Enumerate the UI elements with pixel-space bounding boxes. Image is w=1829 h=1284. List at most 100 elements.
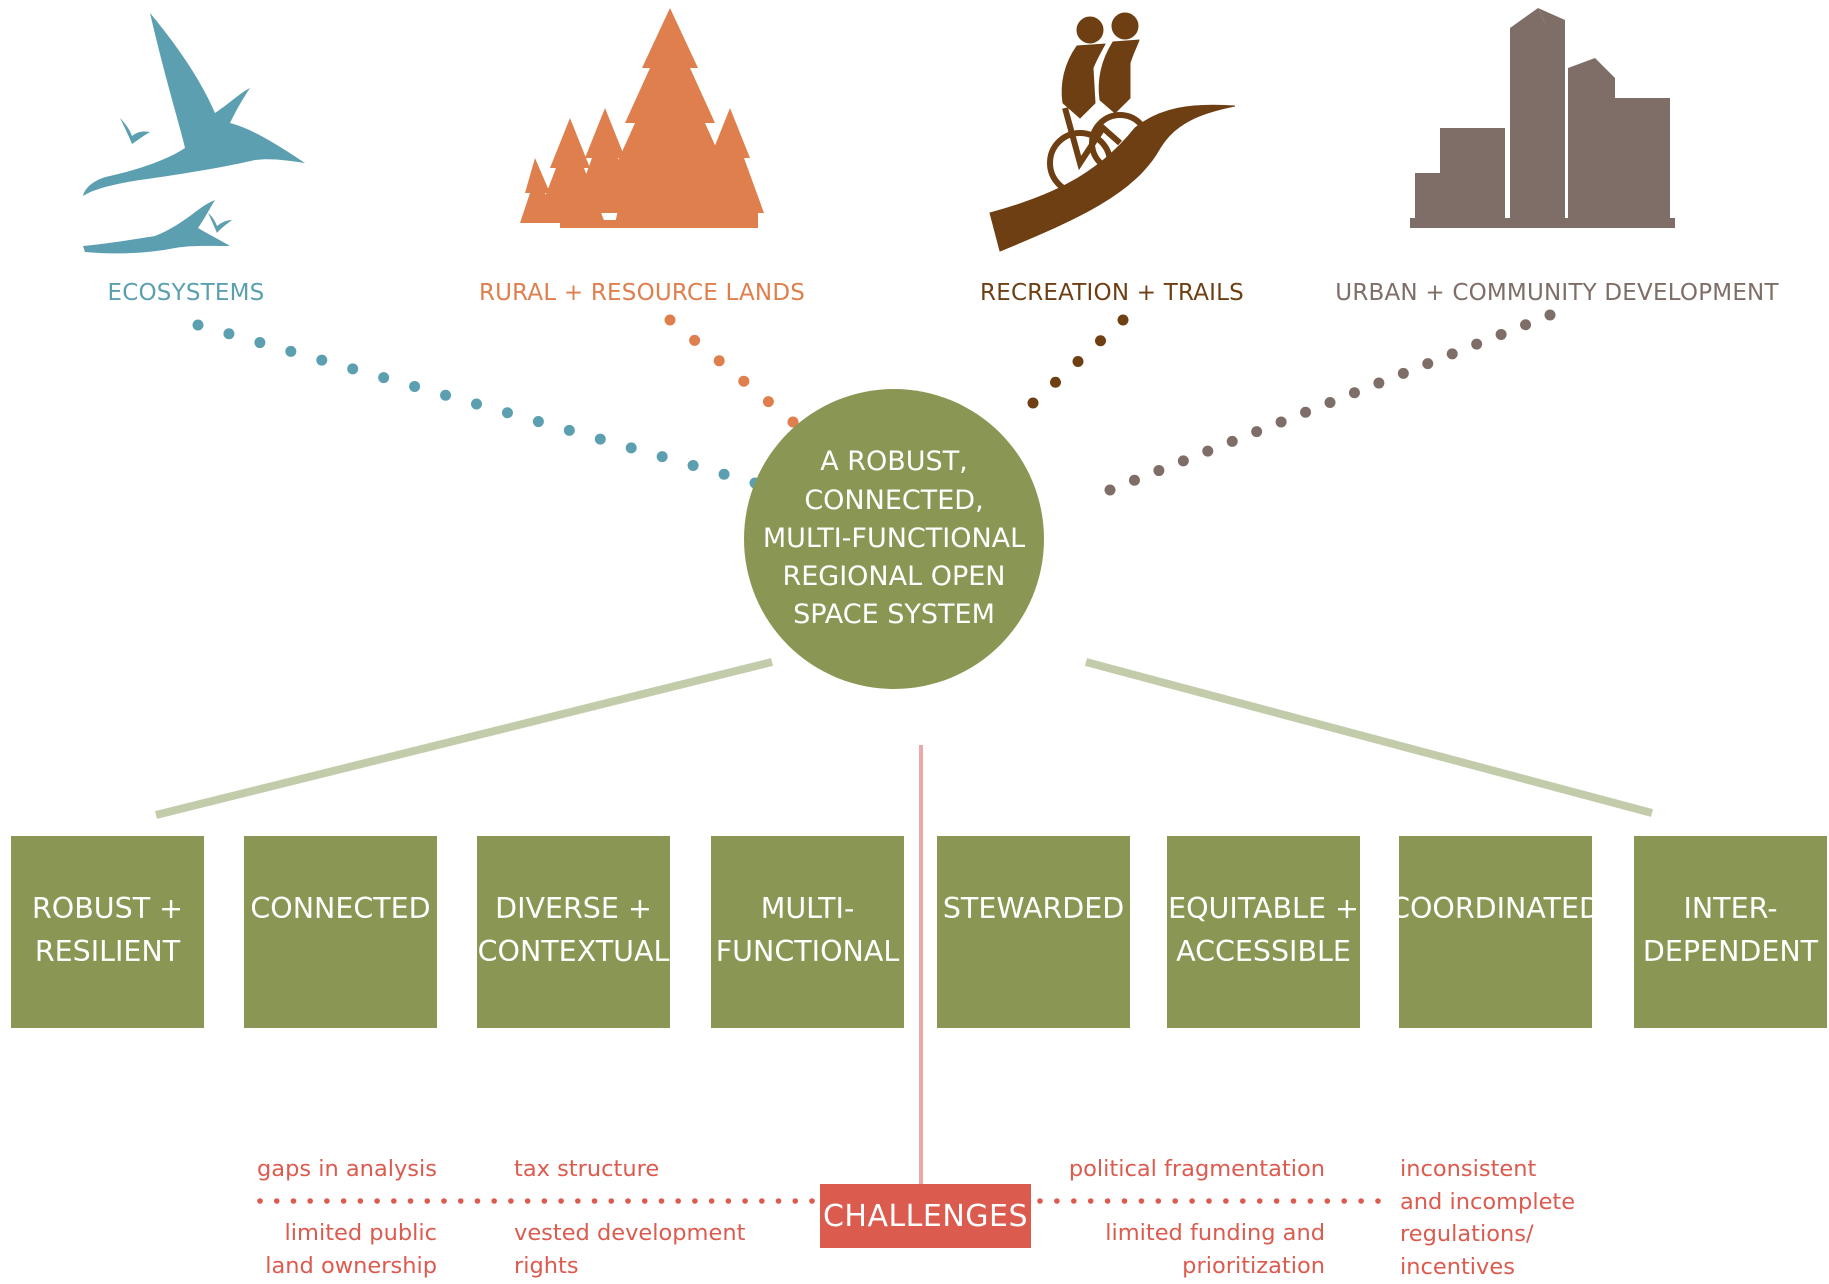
challenge-line-dot [558,1198,564,1204]
recreation-dotted-connector [1027,314,1129,409]
challenge-item: vested development rights [514,1220,746,1279]
challenge-line-dot [407,1198,414,1204]
central-hub-circle: A ROBUST, CONNECTED, MULTI-FUNCTIONAL RE… [744,389,1044,689]
challenge-item: limited funding and prioritization [1105,1220,1325,1279]
connector-dot [1050,376,1061,388]
challenge-line-dot [658,1198,665,1204]
challenge-line-dot [257,1198,263,1204]
connector-dot [738,375,750,387]
challenge-line-dot [1307,1198,1314,1204]
connector-dot [664,314,676,326]
challenge-line-dot [1172,1198,1178,1204]
connector-dot [1348,387,1360,399]
connector-dot [347,363,359,375]
connector-dot [501,407,513,419]
connector-dot [1373,377,1385,389]
challenge-line-dot [742,1198,748,1204]
principle-diverse-contextual: DIVERSE + CONTEXTUAL [477,836,670,1028]
theme-label-rural-resource-lands: RURAL + RESOURCE LANDS [478,280,806,306]
challenge-line-dot [1155,1198,1162,1204]
challenge-line-dot [1358,1198,1364,1204]
principle-multi-functional: MULTI- FUNCTIONAL [711,836,904,1028]
challenge-line-dot [1138,1198,1145,1204]
connector-dot [689,334,701,346]
connector-dot [440,389,452,401]
challenge-line-dot [1071,1198,1077,1204]
connector-dot [687,459,699,471]
connector-dot [316,354,328,366]
connector-dot [1422,358,1434,370]
connector-dot [1446,348,1458,360]
challenge-line-dot [625,1198,631,1204]
challenge-line-dot [1054,1198,1060,1204]
connector-dot [1544,309,1556,321]
challenge-line-dot [1206,1198,1212,1204]
connector-dot [713,355,725,367]
connector-dot [1027,397,1039,409]
challenge-line-dot [591,1198,598,1204]
connector-dot [471,398,482,410]
connector-dot [192,319,204,331]
challenge-line-dot [1121,1198,1128,1204]
challenge-line-dot [474,1198,481,1204]
challenge-line-dot [541,1198,548,1204]
connector-dot [1104,484,1116,496]
challenge-line-dot [290,1198,297,1204]
challenge-line-dot [1223,1198,1229,1204]
connector-dot [563,424,575,436]
connector-dot [1300,406,1312,418]
principles-branch-right [1084,658,1654,817]
challenge-line-dot [1341,1198,1347,1204]
challenge-line-dot [692,1198,698,1204]
challenge-line-dot [340,1198,347,1204]
connector-dot [409,380,421,392]
urban-dotted-connector [1104,309,1556,496]
principle-inter-dependent: INTER- DEPENDENT [1634,836,1827,1028]
connector-dot [1397,367,1409,379]
challenge-line-dot [575,1198,581,1204]
challenge-line-dot [759,1198,765,1204]
challenge-line-dot [441,1198,447,1204]
challenge-item: tax structure [514,1156,660,1182]
challenge-line-dot [1324,1198,1331,1204]
principle-robust-resilient: ROBUST + RESILIENT [11,836,204,1028]
principle-connected: CONNECTED [244,836,437,1028]
connector-dot [1251,426,1263,438]
challenge-line-dot [374,1198,380,1204]
challenge-line-dot [792,1198,799,1204]
challenge-item: inconsistent and incomplete regulations/… [1400,1156,1576,1280]
challenge-line-dot [1240,1198,1246,1204]
challenge-line-dot [809,1198,815,1204]
connector-dot [1202,445,1214,457]
challenge-line-dot [457,1198,464,1204]
connector-dot [1072,356,1084,367]
connector-dot [254,337,266,349]
connector-dot [378,372,390,384]
theme-label-urban-community-development: URBAN + COMMUNITY DEVELOPMENT [1335,280,1779,306]
challenge-line-dot [1104,1198,1111,1204]
challenge-line-dot [524,1198,531,1204]
principles-branch-left [155,658,773,819]
connector-dot [1471,338,1483,350]
challenge-line-dot [708,1198,715,1204]
challenge-line-dot [1087,1198,1094,1204]
connector-dot [1117,314,1129,326]
connector-dot [223,328,235,340]
challenge-line-dot [608,1198,615,1204]
connector-dot [1095,335,1106,347]
challenge-line-dot [725,1198,732,1204]
connector-dot [656,451,668,463]
challenge-line-dot [273,1198,280,1204]
connector-dot [1153,465,1165,477]
challenge-line-dot [307,1198,313,1204]
connector-dot [762,396,774,408]
challenge-line-dot [357,1198,364,1204]
challenge-item: gaps in analysis [257,1156,437,1182]
challenge-line-dot [391,1198,397,1204]
skyscrapers-icon [1410,8,1675,228]
birds-icon [83,13,305,254]
cyclists-icon [989,12,1235,252]
connector-dot [1128,474,1140,486]
connector-dot [625,442,637,454]
